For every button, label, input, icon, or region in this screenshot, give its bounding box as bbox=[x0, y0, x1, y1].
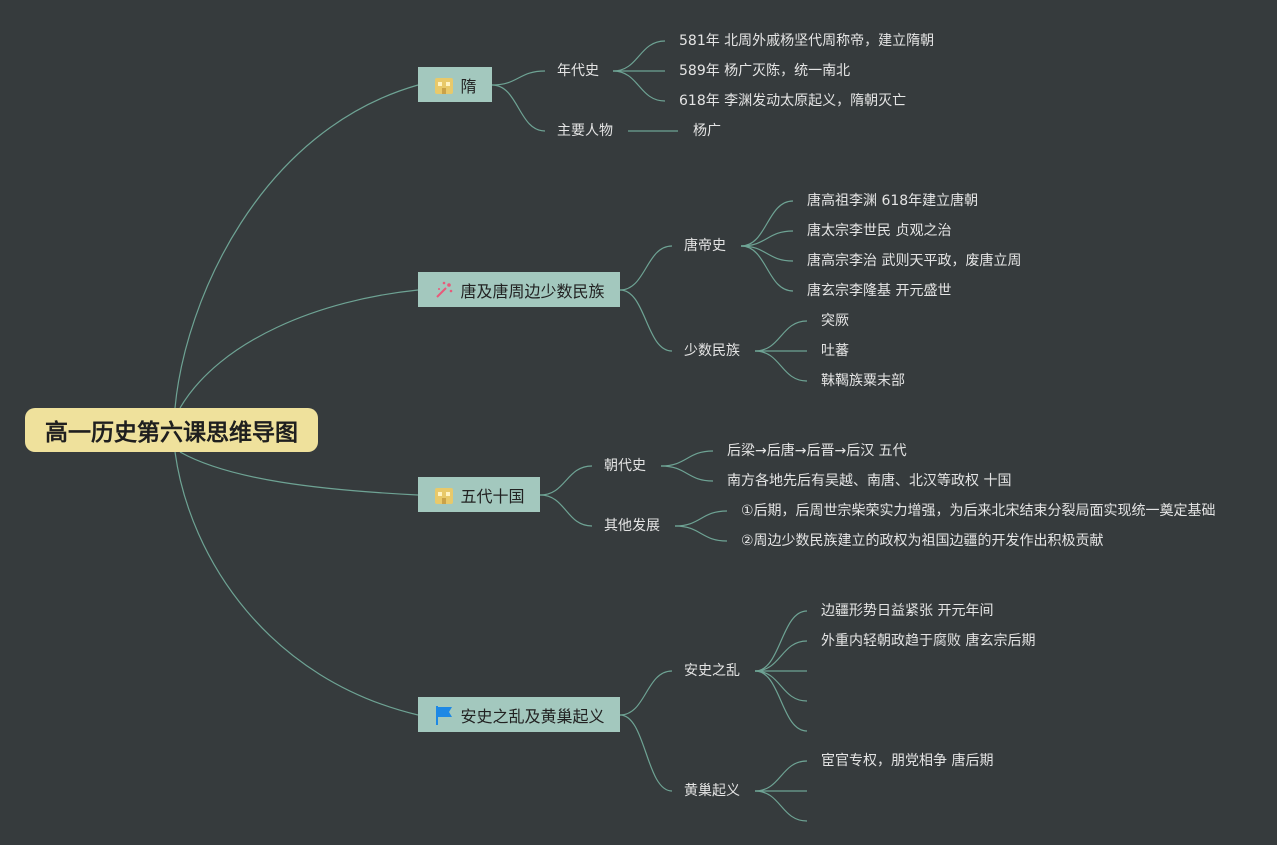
connector-line bbox=[660, 465, 714, 482]
leaf-label[interactable]: 581年 北周外戚杨坚代周称帝，建立隋朝 bbox=[679, 33, 935, 49]
central-topic[interactable]: 高一历史第六课思维导图 bbox=[25, 408, 318, 452]
leaf-label[interactable]: 宦官专权，朋党相争 唐后期 bbox=[821, 753, 994, 769]
leaf-label[interactable]: 589年 杨广灭陈，统一南北 bbox=[679, 63, 851, 79]
leaf-label[interactable]: 后梁→后唐→后晋→后汉 五代 bbox=[727, 443, 907, 459]
connector-line bbox=[754, 320, 808, 352]
leaf-label[interactable]: 唐高祖李渊 618年建立唐朝 bbox=[807, 193, 979, 209]
connector-line bbox=[619, 670, 673, 716]
leaf-label[interactable]: 618年 李渊发动太原起义，隋朝灭亡 bbox=[679, 93, 907, 109]
topic-label: 五代十国 bbox=[460, 486, 525, 506]
topic-label: 唐及唐周边少数民族 bbox=[460, 281, 605, 301]
leaf-label[interactable]: 吐蕃 bbox=[821, 343, 849, 359]
connector-line bbox=[754, 790, 808, 822]
subtopic-label[interactable]: 年代史 bbox=[557, 63, 599, 79]
topic-label: 隋 bbox=[460, 76, 477, 96]
connector-line bbox=[619, 245, 673, 291]
connector-line bbox=[491, 70, 546, 86]
connector-line bbox=[660, 450, 714, 467]
connector-line bbox=[619, 714, 673, 792]
subtopic-label[interactable]: 其他发展 bbox=[604, 518, 660, 534]
connector-line bbox=[740, 230, 794, 247]
connector-line bbox=[674, 525, 728, 542]
connector-line bbox=[612, 40, 666, 72]
leaf-label[interactable]: ①后期，后周世宗柴荣实力增强，为后来北宋结束分裂局面实现统一奠定基础 bbox=[741, 503, 1216, 519]
connector-line bbox=[754, 760, 808, 792]
subtopic-label[interactable]: 唐帝史 bbox=[684, 238, 726, 254]
leaf-label[interactable]: ②周边少数民族建立的政权为祖国边疆的开发作出积极贡献 bbox=[741, 533, 1104, 549]
connector-line bbox=[754, 640, 808, 672]
connector-line bbox=[539, 465, 593, 496]
topic-anshi[interactable]: 安史之乱及黄巢起义 bbox=[418, 697, 620, 732]
topic-tang[interactable]: 唐及唐周边少数民族 bbox=[418, 272, 620, 307]
connector-line bbox=[754, 610, 808, 672]
leaf-label[interactable]: 南方各地先后有吴越、南唐、北汉等政权 十国 bbox=[727, 473, 1012, 489]
connector-line bbox=[754, 670, 808, 702]
leaf-label[interactable]: 唐玄宗李隆基 开元盛世 bbox=[807, 283, 952, 299]
connector-line bbox=[179, 289, 419, 409]
subtopic-label[interactable]: 黄巢起义 bbox=[684, 783, 740, 799]
connector-line bbox=[179, 451, 419, 496]
leaf-label[interactable]: 杨广 bbox=[693, 123, 721, 139]
leaf-label[interactable]: 靺鞨族粟末部 bbox=[821, 373, 905, 389]
leaf-label[interactable]: 唐太宗李世民 贞观之治 bbox=[807, 223, 952, 239]
connector-line bbox=[754, 350, 808, 382]
leaf-label[interactable]: 边疆形势日益紧张 开元年间 bbox=[821, 603, 994, 619]
topic-wudai[interactable]: 五代十国 bbox=[418, 477, 540, 512]
connector-line bbox=[619, 289, 673, 352]
connector-line bbox=[674, 510, 728, 527]
connector-line bbox=[740, 245, 794, 262]
connector-line bbox=[174, 84, 419, 409]
leaf-label[interactable]: 突厥 bbox=[821, 313, 849, 329]
connector-line bbox=[740, 200, 794, 247]
building-icon bbox=[433, 484, 455, 506]
connector-line bbox=[491, 84, 546, 132]
subtopic-label[interactable]: 少数民族 bbox=[684, 343, 740, 359]
topic-label: 安史之乱及黄巢起义 bbox=[460, 706, 605, 726]
connector-line bbox=[754, 670, 808, 732]
connector-line bbox=[740, 245, 794, 292]
topic-sui[interactable]: 隋 bbox=[418, 67, 492, 102]
leaf-label[interactable]: 外重内轻朝政趋于腐败 唐玄宗后期 bbox=[821, 633, 1036, 649]
subtopic-label[interactable]: 主要人物 bbox=[557, 123, 613, 139]
subtopic-label[interactable]: 朝代史 bbox=[604, 458, 646, 474]
subtopic-label[interactable]: 安史之乱 bbox=[684, 663, 740, 679]
building-icon bbox=[433, 74, 455, 96]
leaf-label[interactable]: 唐高宗李治 武则天平政，废唐立周 bbox=[807, 253, 1022, 269]
sparkle-icon bbox=[433, 279, 455, 301]
flag-icon bbox=[433, 704, 455, 726]
connector-line bbox=[612, 70, 666, 102]
connector-line bbox=[539, 494, 593, 527]
connector-line bbox=[174, 451, 419, 716]
